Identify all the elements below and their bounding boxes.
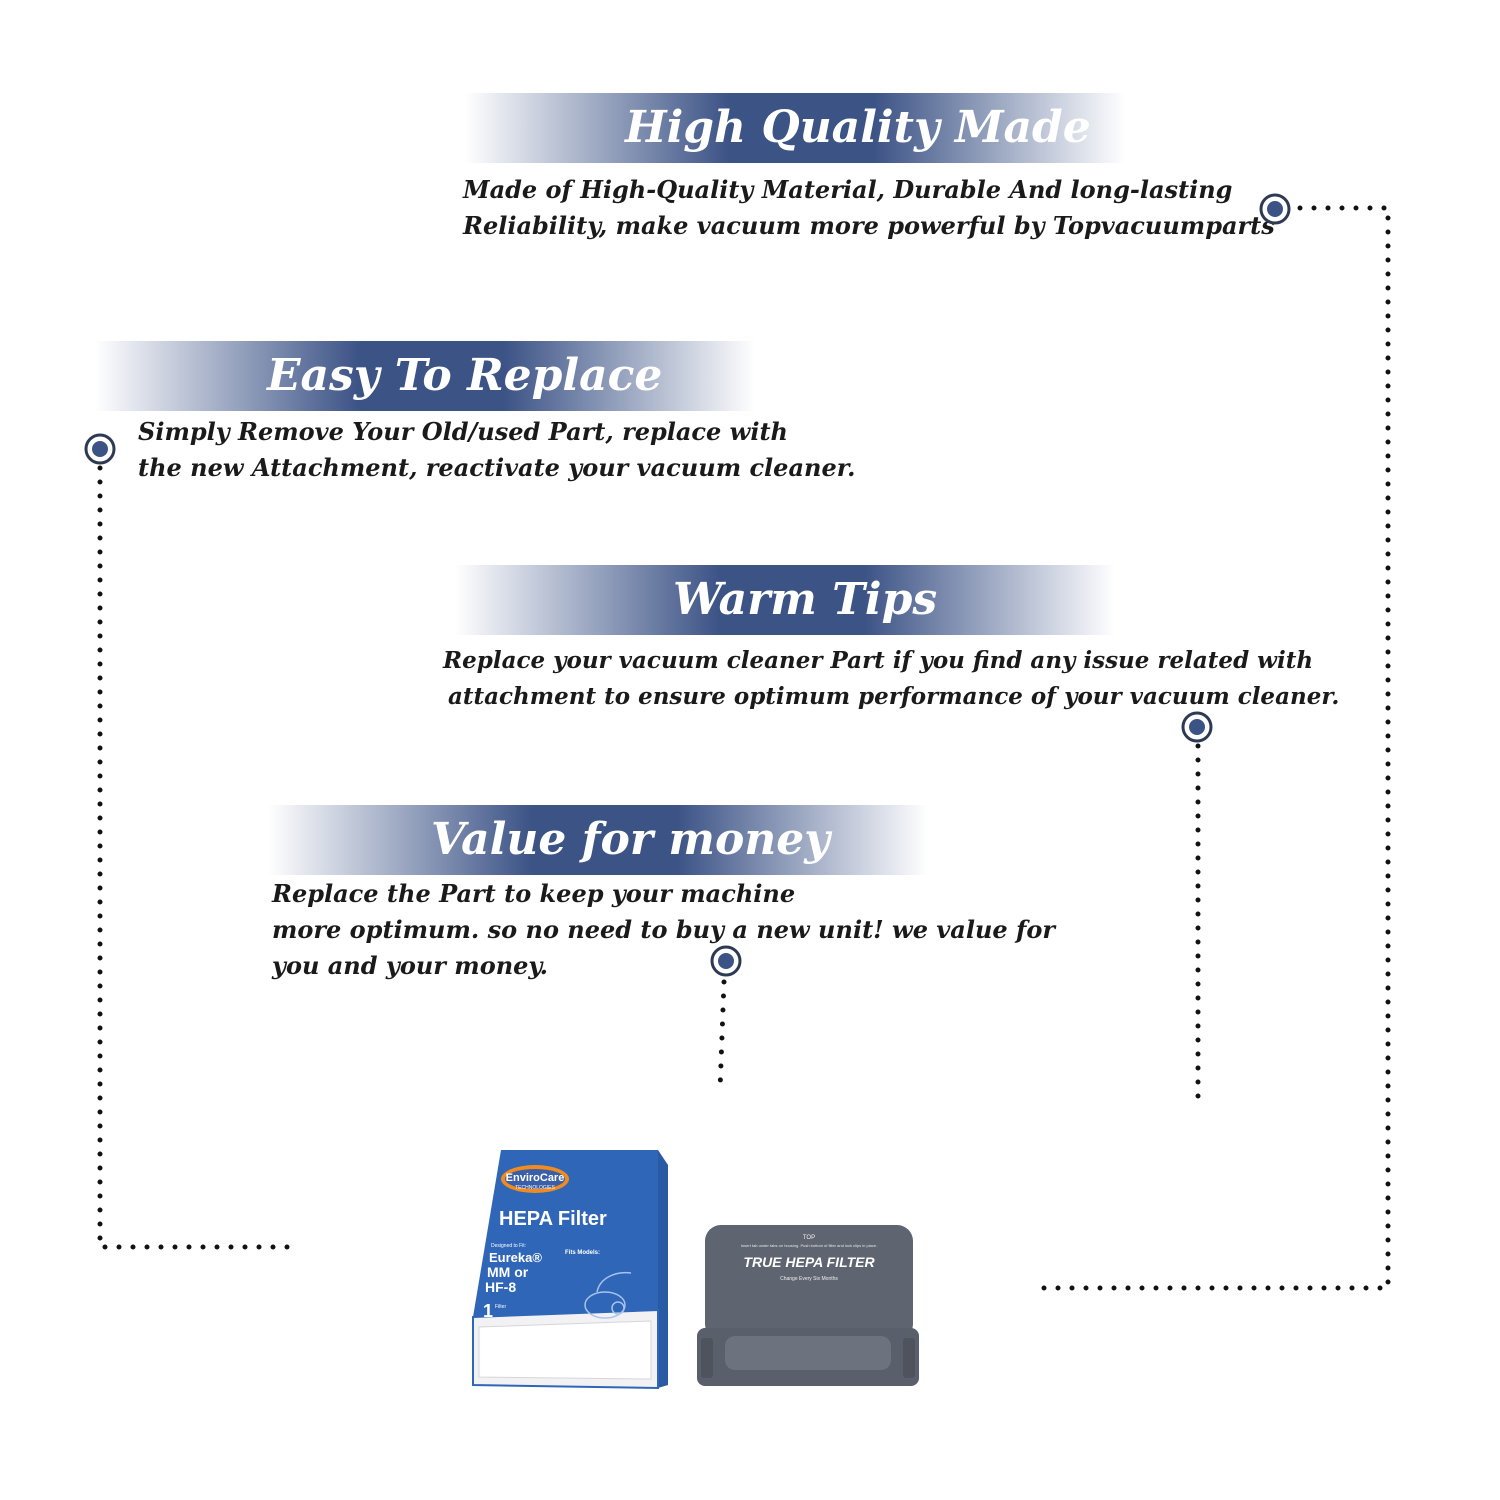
hepa-filter-box-image: EnviroCare TECHNOLOGIES HEPA Filter Desi…: [472, 1150, 668, 1390]
marker-icon: [1181, 711, 1213, 743]
description-line: Simply Remove Your Old/used Part, replac…: [138, 417, 788, 446]
section-banner-warm-tips: Warm Tips: [455, 565, 1115, 635]
description-line: Replace the Part to keep your machine: [272, 879, 796, 908]
section-description: Made of High-Quality Material, Durable A…: [463, 172, 1275, 244]
dotted-line-right: [1035, 205, 1391, 1291]
box-fits-model: MM or: [487, 1264, 529, 1280]
section-description: Replace the Part to keep your machine mo…: [272, 876, 1055, 984]
filter-top-label: TOP: [803, 1235, 815, 1241]
section-description: Simply Remove Your Old/used Part, replac…: [138, 414, 856, 486]
box-count-label: Filter: [495, 1304, 506, 1310]
dotted-line-left: [97, 465, 298, 1250]
filter-title: TRUE HEPA FILTER: [743, 1254, 875, 1270]
description-line: attachment to ensure optimum performance…: [448, 683, 1340, 710]
section-banner-high-quality: High Quality Made: [465, 93, 1125, 163]
box-count: 1: [483, 1301, 493, 1321]
section-title: Easy To Replace: [267, 350, 663, 401]
section-title: Value for money: [431, 814, 830, 865]
description-line: the new Attachment, reactivate your vacu…: [138, 453, 856, 482]
dotted-line-value: [717, 979, 727, 1093]
box-brand-sub: TECHNOLOGIES: [515, 1185, 555, 1191]
vacuum-icon: [584, 1271, 632, 1319]
section-title: High Quality Made: [625, 102, 1091, 153]
description-line: Made of High-Quality Material, Durable A…: [463, 175, 1233, 204]
true-hepa-filter-image: TOP Insert tab under tabs on housing. Pu…: [697, 1225, 919, 1386]
box-models-title: Fits Models:: [565, 1250, 600, 1256]
box-product: HEPA Filter: [499, 1208, 607, 1230]
filter-subtitle: Change Every Six Months: [780, 1276, 838, 1282]
section-banner-value-money: Value for money: [268, 805, 928, 875]
filter-instructions: Insert tab under tabs on housing. Push b…: [741, 1243, 877, 1248]
box-brand: EnviroCare: [506, 1172, 565, 1184]
description-line: Reliability, make vacuum more powerful b…: [463, 211, 1275, 240]
box-fits-model: HF-8: [485, 1279, 516, 1295]
marker-icon: [84, 433, 116, 465]
box-fits-label: Designed to Fit:: [491, 1243, 526, 1249]
box-fits-model: Eureka®: [489, 1250, 542, 1265]
description-line: more optimum. so no need to buy a new un…: [272, 915, 1055, 944]
section-description: Replace your vacuum cleaner Part if you …: [443, 643, 1339, 715]
description-line: you and your money.: [272, 951, 548, 980]
section-title: Warm Tips: [673, 574, 938, 625]
section-banner-easy-replace: Easy To Replace: [95, 341, 755, 411]
description-line: Replace your vacuum cleaner Part if you …: [443, 647, 1314, 674]
